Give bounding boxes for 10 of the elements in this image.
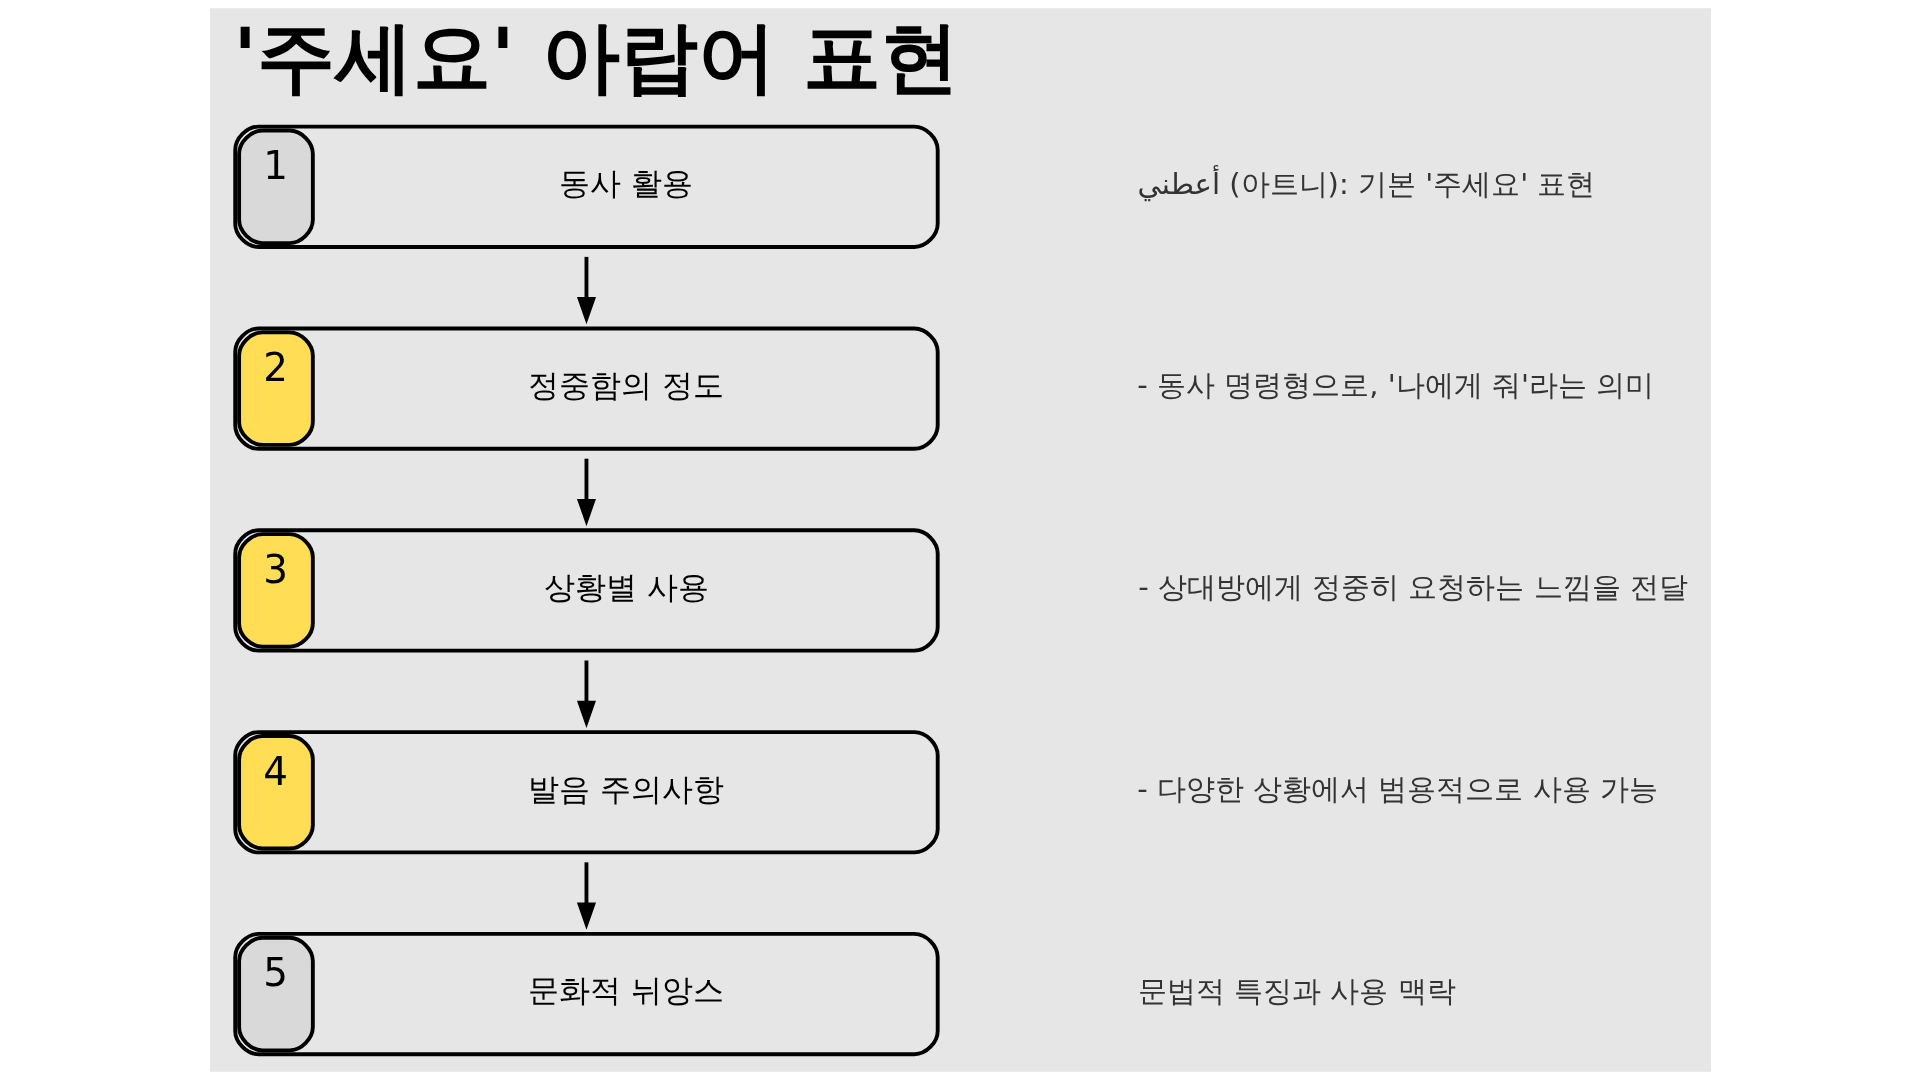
arrow <box>576 458 596 527</box>
label: 문법적 특징과 사용 맥락 <box>1137 973 1456 1008</box>
label: - 동사 명령형으로, '나에게 줘'라는 의미 <box>1136 368 1654 403</box>
label: أعطني (아트니): 기본 '주세요' 표현 <box>1137 166 1595 201</box>
label: - 상대방에게 정중히 요청하는 느낌을 전달 <box>1137 570 1688 605</box>
arrow <box>576 862 596 930</box>
diagram-title: '주세요' 아랍어 표현 <box>232 11 959 102</box>
label: - 다양한 상황에서 범용적으로 사용 가능 <box>1136 772 1658 807</box>
arrow <box>576 256 596 325</box>
arrow <box>576 660 596 728</box>
